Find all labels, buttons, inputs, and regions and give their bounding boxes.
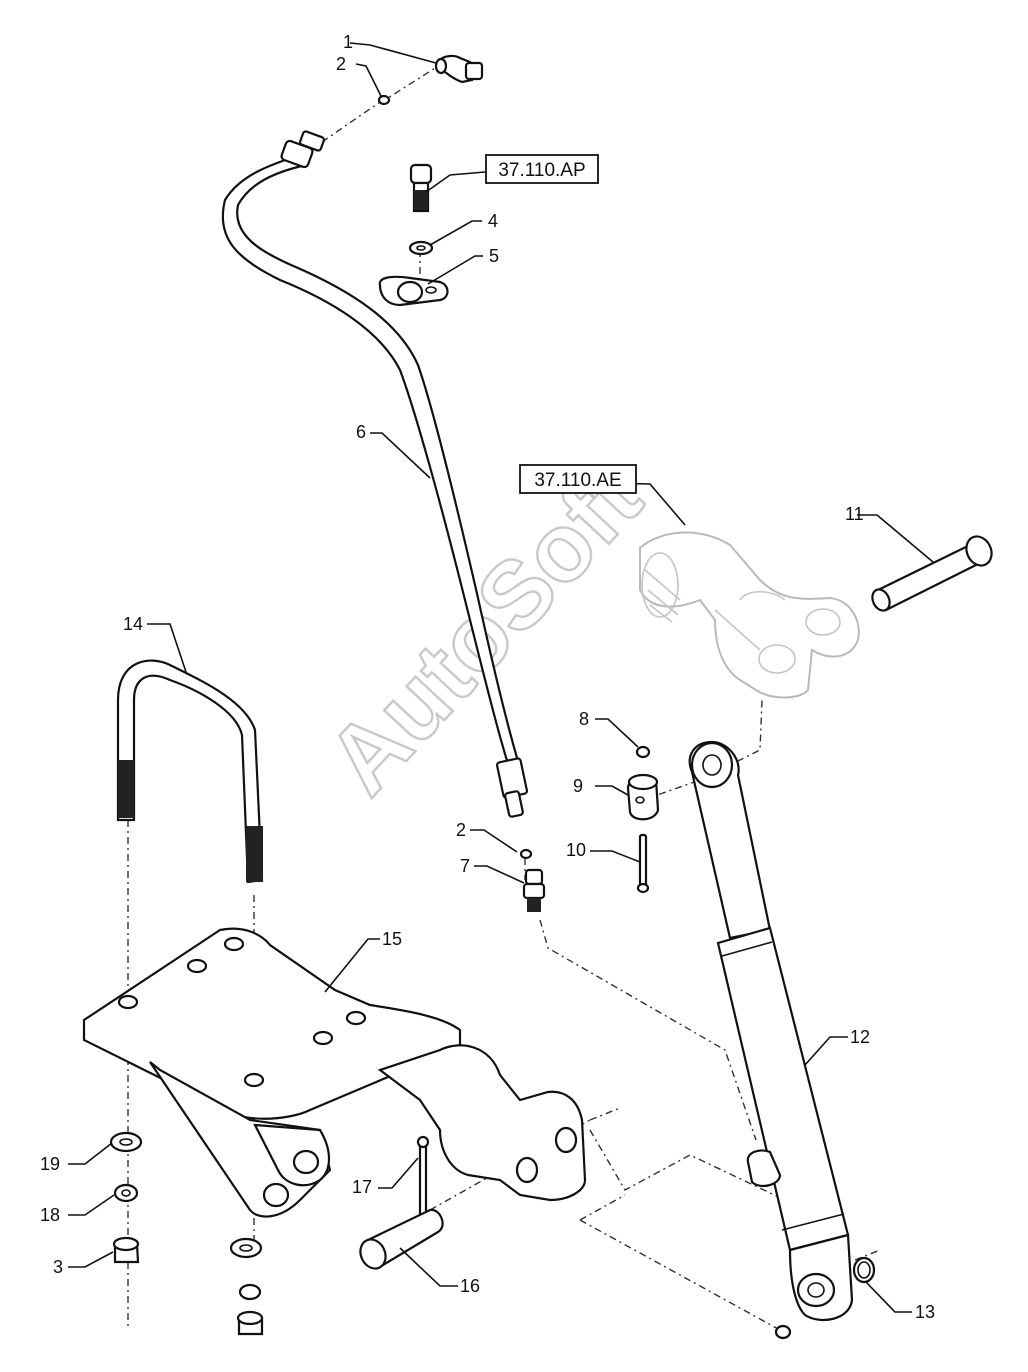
- roll-pin: [636, 833, 650, 894]
- callout-19: 19: [40, 1154, 60, 1174]
- set-screw: [635, 745, 651, 759]
- circlip: [852, 1256, 876, 1284]
- lock-washer-18: [113, 1183, 139, 1203]
- callout-5: 5: [489, 246, 499, 266]
- elbow-fitting: [434, 54, 484, 84]
- callout-13: 13: [915, 1302, 935, 1322]
- hose-clamp: [378, 275, 449, 307]
- washer-19: [109, 1131, 143, 1153]
- reference-label-ap: 37.110.AP: [498, 160, 585, 181]
- u-bolt: [116, 659, 264, 884]
- callout-numbers: 1 2 4 5 6 11 14 8 9 2 10 7 15 12 19 17 1…: [40, 32, 935, 1322]
- callout-8: 8: [579, 709, 589, 729]
- o-ring-lower: [519, 848, 533, 860]
- lift-arm-ghost: [639, 531, 860, 699]
- pivot-pin: [871, 535, 993, 612]
- washer-19-b: [229, 1237, 263, 1259]
- reference-label-ae: 37.110.AE: [534, 470, 621, 491]
- callout-15: 15: [382, 929, 402, 949]
- reference-box-ae[interactable]: 37.110.AE: [519, 464, 637, 494]
- o-ring-top: [377, 94, 391, 106]
- callout-12: 12: [850, 1027, 870, 1047]
- callout-16: 16: [460, 1276, 480, 1296]
- hose: [221, 130, 529, 818]
- hitch-pin: [359, 1208, 444, 1270]
- callout-9: 9: [573, 776, 583, 796]
- nut-3-b: [236, 1310, 264, 1336]
- collar: [626, 773, 660, 821]
- callout-11: 11: [845, 504, 864, 524]
- callout-1: 1: [343, 32, 353, 52]
- mounting-bracket: [82, 927, 587, 1218]
- adapter-fitting: [522, 868, 546, 912]
- callout-6: 6: [356, 422, 366, 442]
- lynch-pin: [416, 1135, 430, 1220]
- callout-18: 18: [40, 1205, 60, 1225]
- callout-10: 10: [566, 840, 586, 860]
- lower-clip: [774, 1324, 792, 1340]
- callout-17: 17: [352, 1177, 372, 1197]
- callout-7: 7: [460, 856, 470, 876]
- lift-cylinder: [688, 740, 854, 1322]
- washer-4: [408, 240, 434, 256]
- callout-2-b: 2: [456, 820, 466, 840]
- callout-14: 14: [123, 614, 143, 634]
- nut-3: [112, 1236, 140, 1264]
- clamp-bolt: [409, 163, 433, 213]
- callout-2: 2: [336, 54, 346, 74]
- callout-4: 4: [488, 211, 498, 231]
- lock-washer-18-b: [238, 1283, 262, 1301]
- callout-3: 3: [53, 1257, 63, 1277]
- reference-box-ap[interactable]: 37.110.AP: [485, 154, 599, 184]
